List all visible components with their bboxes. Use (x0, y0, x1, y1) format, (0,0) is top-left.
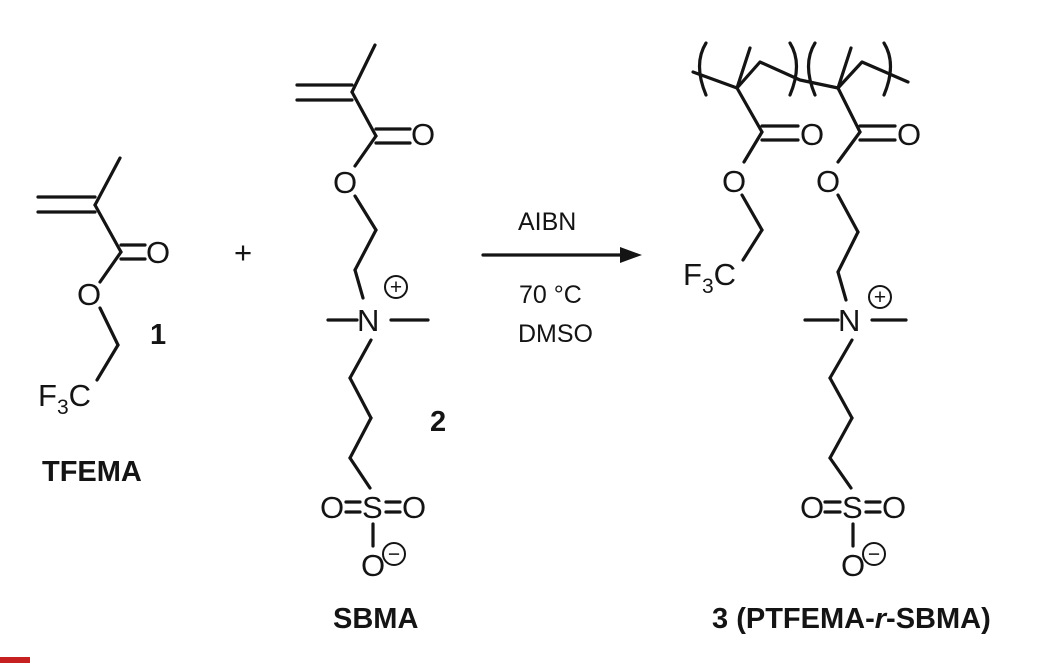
sbma-structure: O O N + S O O O − 2 SBMA (295, 43, 446, 635)
sbma-negative-charge: − (388, 543, 400, 566)
reaction-arrow-group: AIBN 70 °C DMSO (481, 208, 642, 348)
sbma-sulfonyl-oxygen-right: O (402, 490, 426, 525)
sbma-name: SBMA (333, 603, 418, 635)
solvent-label: DMSO (518, 320, 593, 348)
product-positive-charge: + (874, 286, 886, 309)
bracket-2-open (806, 41, 817, 97)
plus-sign: + (234, 235, 252, 270)
sbma-nitrogen: N (357, 303, 379, 338)
sbma-sulfonate-oxygen: O (361, 548, 385, 583)
bracket-1-close (788, 41, 799, 97)
product-sulfonyl-oxygen-right: O (882, 490, 906, 525)
sbma-number: 2 (430, 406, 446, 438)
arrow-head (620, 247, 642, 263)
sbma-ester-oxygen: O (333, 165, 357, 200)
product-carbonyl-oxygen-2: O (897, 117, 921, 152)
product-nitrogen: N (838, 303, 860, 338)
product-ester-oxygen-1: O (722, 164, 746, 199)
product-structure: O O F3C O O N + S O O O − 3 (PTFEMA-r-SB… (683, 41, 991, 635)
tfema-name: TFEMA (42, 456, 142, 488)
reagent-label: AIBN (518, 208, 576, 236)
product-negative-charge: − (868, 543, 880, 566)
sbma-sulfonyl-oxygen-left: O (320, 490, 344, 525)
product-sulfonate-oxygen: O (841, 548, 865, 583)
polymer-backbone (691, 60, 910, 90)
sbma-carbonyl-oxygen: O (411, 117, 435, 152)
product-sulfonyl-oxygen-left: O (800, 490, 824, 525)
product-positive-charge-circle (868, 285, 892, 309)
sbma-sulfur: S (362, 490, 383, 525)
product-cf3-group: F3C (683, 257, 736, 298)
bracket-1-open (697, 41, 708, 97)
sbma-positive-charge: + (390, 276, 402, 299)
tfema-ester-oxygen: O (77, 277, 101, 312)
red-accent-bar (0, 657, 30, 663)
product-ester-oxygen-2: O (816, 164, 840, 199)
sbma-negative-charge-circle (382, 542, 406, 566)
temperature-label: 70 °C (519, 281, 582, 309)
product-negative-charge-circle (862, 542, 886, 566)
product-label: 3 (PTFEMA-r-SBMA) (712, 603, 991, 635)
product-sulfur: S (842, 490, 863, 525)
product-carbonyl-oxygen-1: O (800, 117, 824, 152)
tfema-cf3-group: F3C (38, 378, 91, 419)
tfema-structure: O O F3C 1 TFEMA (36, 156, 170, 488)
sbma-positive-charge-circle (384, 275, 408, 299)
bracket-2-close (882, 41, 893, 97)
tfema-carbonyl-oxygen: O (146, 235, 170, 270)
tfema-number: 1 (150, 319, 166, 351)
